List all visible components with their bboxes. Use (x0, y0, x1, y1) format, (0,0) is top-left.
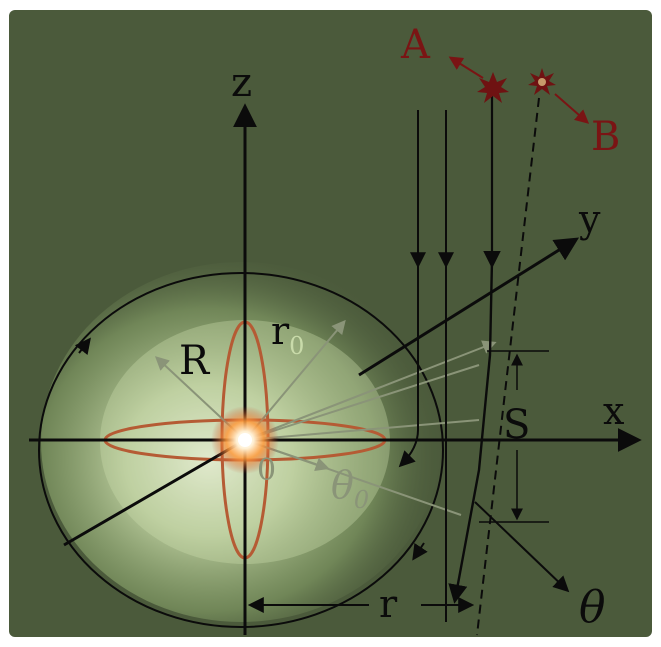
arrow-to-B (554, 93, 590, 124)
label-y: y (578, 197, 601, 241)
ray-4 (244, 439, 462, 516)
lensing-diagram: A B z y x R r0 S θ0 0 θ r (29, 22, 642, 636)
label-origin: 0 (257, 453, 276, 488)
diagram-panel: A B z y x R r0 S θ0 0 θ r (9, 10, 652, 637)
label-B: B (591, 114, 620, 160)
source-B-icon (528, 68, 556, 95)
deflected-ray (448, 259, 494, 604)
ray-1 (244, 340, 497, 441)
y-axis-back (63, 438, 246, 547)
dashed-line-B (476, 97, 540, 636)
ray-3 (244, 419, 480, 441)
label-z: z (231, 60, 252, 106)
label-S: S (503, 402, 530, 448)
circle-arrow-left (74, 337, 91, 356)
source-A-icon (477, 72, 509, 103)
incoming-ray-1-bent (398, 260, 419, 468)
lens-center-core (238, 433, 252, 447)
label-A: A (400, 22, 431, 68)
label-r: r (379, 582, 398, 626)
outer-circle (38, 272, 444, 628)
arrow-to-A (448, 56, 484, 79)
label-x: x (603, 389, 624, 433)
label-theta: θ (579, 582, 606, 633)
theta-arrow (474, 501, 570, 593)
label-R: R (179, 338, 211, 384)
label-r0: r0 (271, 309, 304, 360)
ray-2 (244, 364, 480, 441)
circle-arrow-right (412, 542, 428, 561)
label-theta0: θ0 (331, 463, 369, 514)
y-axis-front (358, 237, 580, 377)
